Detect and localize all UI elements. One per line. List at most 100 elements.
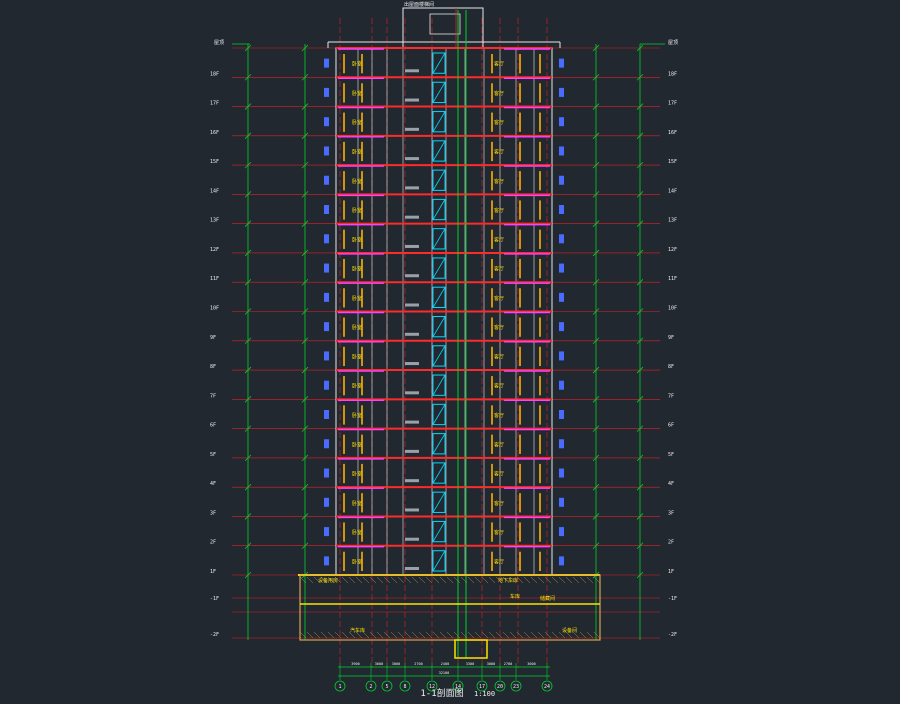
door	[405, 127, 419, 131]
room-label: 客厅	[494, 383, 504, 390]
dimension-tick	[301, 73, 309, 81]
room-label: 卧室	[352, 324, 362, 331]
bottom-dimension-value: 3000	[487, 662, 495, 666]
axis-bubble-label: 14	[455, 684, 461, 690]
hatch	[593, 576, 601, 584]
floor-label-left: 8F	[210, 364, 216, 370]
stair-diagonal	[432, 169, 446, 191]
dimension-tick	[592, 103, 600, 110]
floor-label-right: 9F	[668, 335, 674, 341]
hatch	[558, 631, 566, 639]
facade-block	[559, 58, 564, 68]
dimension-tick	[592, 308, 600, 315]
axis-bubble	[365, 680, 377, 692]
hatch	[383, 576, 391, 584]
facade-block	[324, 263, 329, 273]
dimension-tick	[592, 483, 600, 491]
room-label: 客厅	[494, 353, 504, 360]
facade-block	[559, 234, 564, 244]
dimension-tick	[636, 337, 644, 345]
facade-block	[324, 497, 329, 507]
stair-flight	[432, 52, 446, 74]
room-label: 卧室	[352, 119, 362, 126]
dimension-tick	[301, 542, 309, 550]
hatch	[432, 631, 440, 639]
bottom-dimension-value: 3900	[351, 662, 359, 666]
stair-flight	[432, 316, 446, 338]
dimension-tick	[636, 249, 644, 257]
dimension-tick	[592, 278, 600, 286]
floor-label-right: 3F	[668, 510, 674, 516]
hatch	[369, 631, 377, 639]
facade-block	[559, 322, 564, 332]
hatch	[313, 576, 321, 584]
dimension-tick	[636, 103, 644, 110]
facade-block	[559, 146, 564, 156]
axis-bubble-label: 8	[403, 684, 406, 690]
hatch	[306, 631, 314, 639]
dimension-tick	[301, 513, 309, 520]
stair-flight	[432, 345, 446, 367]
basement-room-label: 地下车库	[498, 577, 518, 584]
floor-label-left: 15F	[210, 159, 219, 165]
hatch	[425, 631, 433, 639]
door	[405, 362, 419, 366]
door	[405, 274, 419, 278]
basement-level-label: -1F	[210, 596, 219, 602]
axis-bubble-label: 5	[385, 684, 388, 690]
dimension-tick	[301, 161, 309, 169]
dimension-tick	[244, 132, 252, 140]
facade-block	[324, 205, 329, 215]
door	[405, 303, 419, 307]
hatch	[355, 631, 363, 639]
hatch	[537, 576, 545, 584]
basement-room-label: 储藏间	[540, 595, 555, 602]
stair-diagonal	[432, 345, 446, 367]
hatch	[334, 631, 342, 639]
facade-block	[559, 527, 564, 537]
hatch	[502, 631, 510, 639]
stair-flight	[432, 111, 446, 133]
floor-label-left: 10F	[210, 306, 219, 312]
hatch	[467, 576, 475, 584]
hatch	[306, 576, 314, 584]
hatch	[481, 631, 489, 639]
dimension-tick	[592, 513, 600, 520]
facade-block	[324, 87, 329, 97]
stair-diagonal	[432, 404, 446, 425]
dimension-tick	[244, 308, 252, 315]
hatch	[460, 576, 468, 584]
dimension-tick	[636, 220, 644, 227]
hatch	[397, 631, 405, 639]
dimension-tick	[592, 220, 600, 227]
dimension-tick	[636, 278, 644, 286]
facade-block	[324, 175, 329, 185]
bottom-dimension-value: 3300	[466, 662, 474, 666]
floor-label-right: 10F	[668, 306, 677, 312]
room-label: 客厅	[494, 441, 504, 448]
dimension-tick	[592, 454, 600, 462]
hatch	[320, 576, 328, 584]
dimension-tick	[592, 249, 600, 257]
dimension-tick	[244, 249, 252, 257]
dimension-tick	[244, 571, 252, 579]
dimension-tick	[244, 103, 252, 110]
room-label: 卧室	[352, 471, 362, 478]
facade-block	[559, 468, 564, 478]
facade-block	[559, 205, 564, 215]
floor-label-right: 17F	[668, 101, 677, 107]
dimension-tick	[301, 396, 309, 403]
hatch	[397, 576, 405, 584]
stair-diagonal	[432, 287, 446, 308]
hatch	[579, 576, 587, 584]
hatch	[348, 576, 356, 584]
basement-level-label: -2F	[210, 632, 219, 638]
dimension-tick	[636, 73, 644, 81]
dimension-tick	[636, 132, 644, 140]
door	[405, 98, 419, 102]
stair-flight	[432, 491, 446, 513]
axis-bubble	[452, 680, 464, 692]
facade-block	[324, 527, 329, 537]
floor-label-left: 9F	[210, 335, 216, 341]
room-label: 卧室	[352, 441, 362, 448]
